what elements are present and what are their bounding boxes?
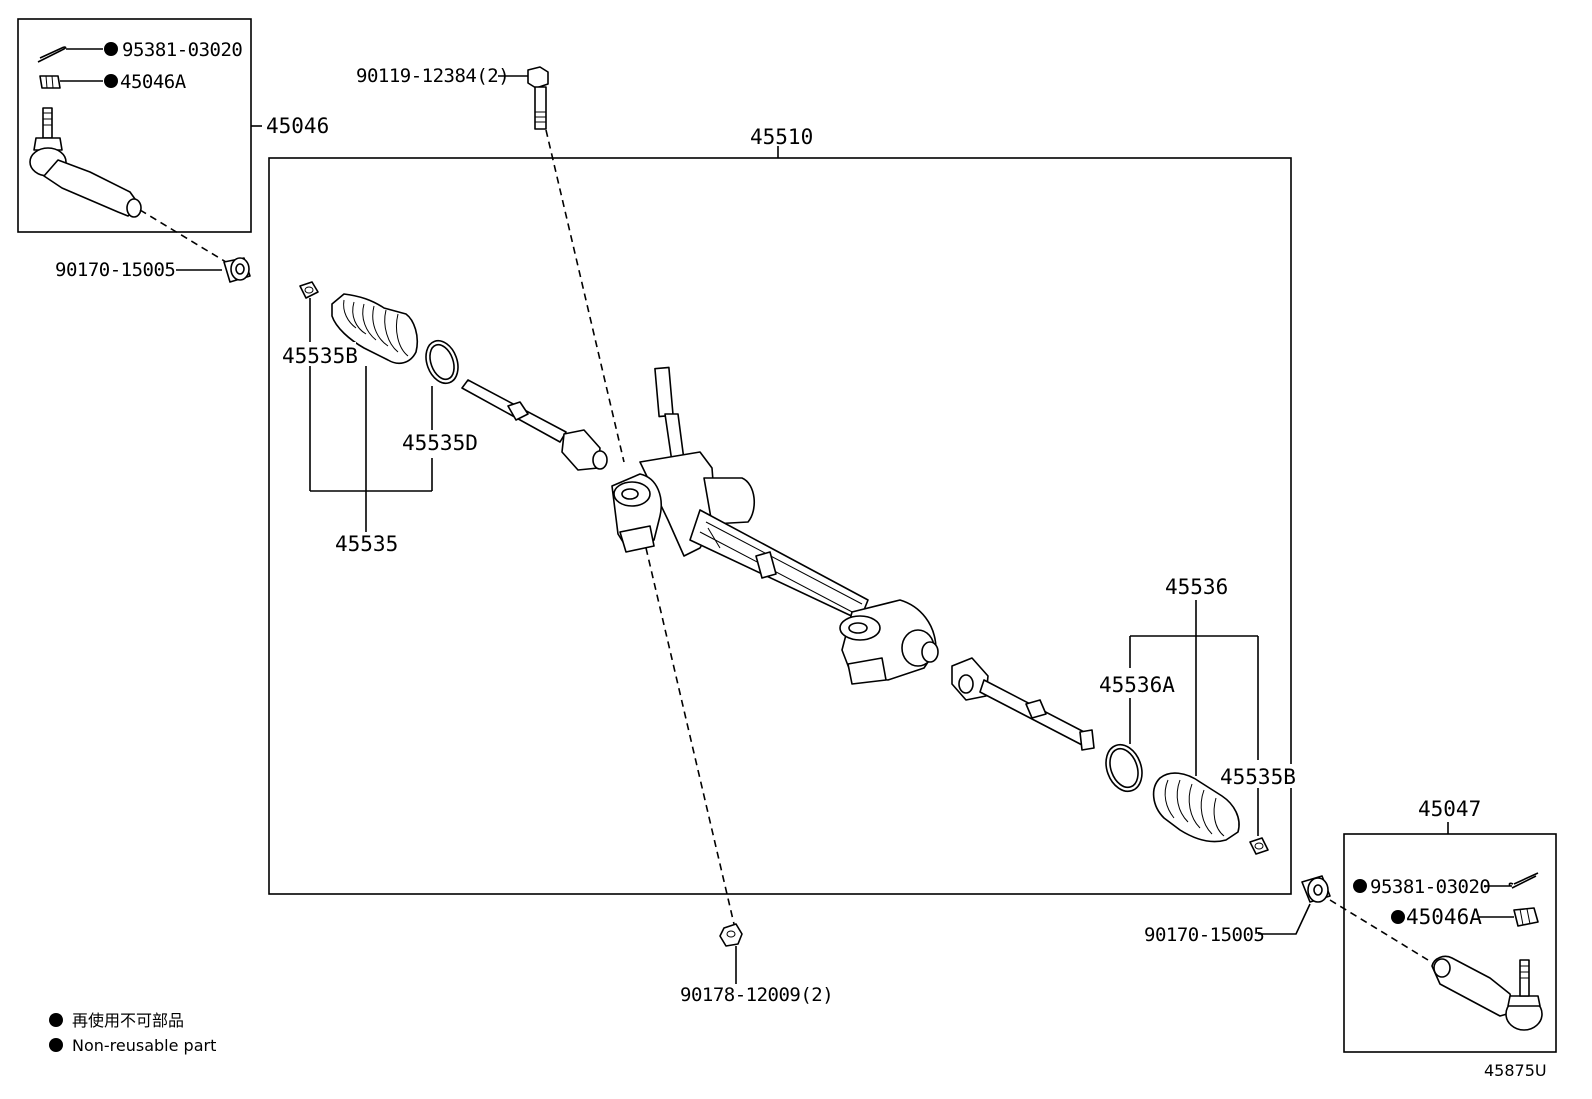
clamp-right-icon (1249, 837, 1269, 855)
non-reusable-marker (104, 42, 118, 56)
label-clamp-left: 45535B (282, 344, 358, 368)
label-boot-kit-left: 45535 (335, 532, 398, 556)
boot-right-icon (1152, 772, 1240, 843)
assembly-dashed-line (545, 129, 625, 463)
castle-nut-right-icon (1478, 907, 1539, 927)
label-bg (280, 342, 356, 366)
legend-jp: 再使用不可部品 (72, 1011, 184, 1030)
tie-rod-left-icon (461, 379, 608, 471)
tie-rod-end-right-box (1343, 833, 1557, 1053)
tie-rod-end-right-icon (1431, 955, 1543, 1031)
clip-left-icon (425, 339, 459, 385)
bolt-top-icon (527, 66, 549, 130)
label-nut-right: 45046A (1406, 905, 1482, 929)
label-washer-right: 90170-15005 (1144, 924, 1264, 946)
label-boot-kit-right: 45536 (1165, 575, 1228, 599)
assembly-dashed-line (645, 547, 735, 925)
non-reusable-marker (104, 74, 118, 88)
washer-left-icon (223, 257, 251, 283)
tie-rod-end-left-icon (29, 107, 142, 218)
label-ring-right: 45536A (1099, 673, 1175, 697)
rack-assembly-box (268, 157, 1292, 895)
castle-nut-left-icon (39, 75, 103, 89)
label-cotter-pin-right: 95381-03020 (1370, 876, 1490, 898)
non-reusable-marker (1391, 910, 1405, 924)
label-bg (1218, 764, 1292, 788)
non-reusable-marker (1353, 879, 1367, 893)
boot-left-icon (331, 293, 419, 365)
label-nut-bottom: 90178-12009(2) (680, 984, 833, 1006)
label-nut-left: 45046A (120, 71, 187, 93)
legend: 再使用不可部品 Non-reusable part (49, 1011, 216, 1055)
legend-en: Non-reusable part (72, 1036, 216, 1055)
washer-right-icon (1301, 875, 1331, 903)
assembly-dashed-line (139, 209, 227, 263)
ring-right-icon (1105, 743, 1143, 793)
label-rack-assembly: 45510 (750, 125, 813, 149)
diagram-id: 45875U (1484, 1061, 1547, 1080)
label-tie-rod-end-right: 45047 (1418, 797, 1481, 821)
non-reusable-marker (49, 1013, 63, 1027)
non-reusable-marker (49, 1038, 63, 1052)
leader-line (1258, 903, 1311, 935)
cotter-pin-left-icon (37, 46, 103, 63)
rack-housing-icon (611, 366, 939, 685)
clamp-left-icon (299, 281, 319, 299)
tie-rod-right-icon (951, 657, 1095, 751)
label-bg (1097, 672, 1171, 696)
label-bolt-top: 90119-12384(2) (356, 65, 509, 87)
label-washer-left: 90170-15005 (55, 259, 175, 281)
tie-rod-end-left-group: 95381-03020 45046A (17, 18, 252, 233)
label-tie-rod-end-left: 45046 (266, 114, 329, 138)
label-clamp-right: 45535B (1220, 765, 1296, 789)
label-cotter-pin-left: 95381-03020 (122, 39, 242, 61)
nut-bottom-icon (719, 923, 743, 947)
label-clip-left: 45535D (402, 431, 478, 455)
cotter-pin-right-icon (1484, 872, 1539, 889)
tie-rod-end-right-group: 95381-03020 45046A (1343, 833, 1557, 1053)
